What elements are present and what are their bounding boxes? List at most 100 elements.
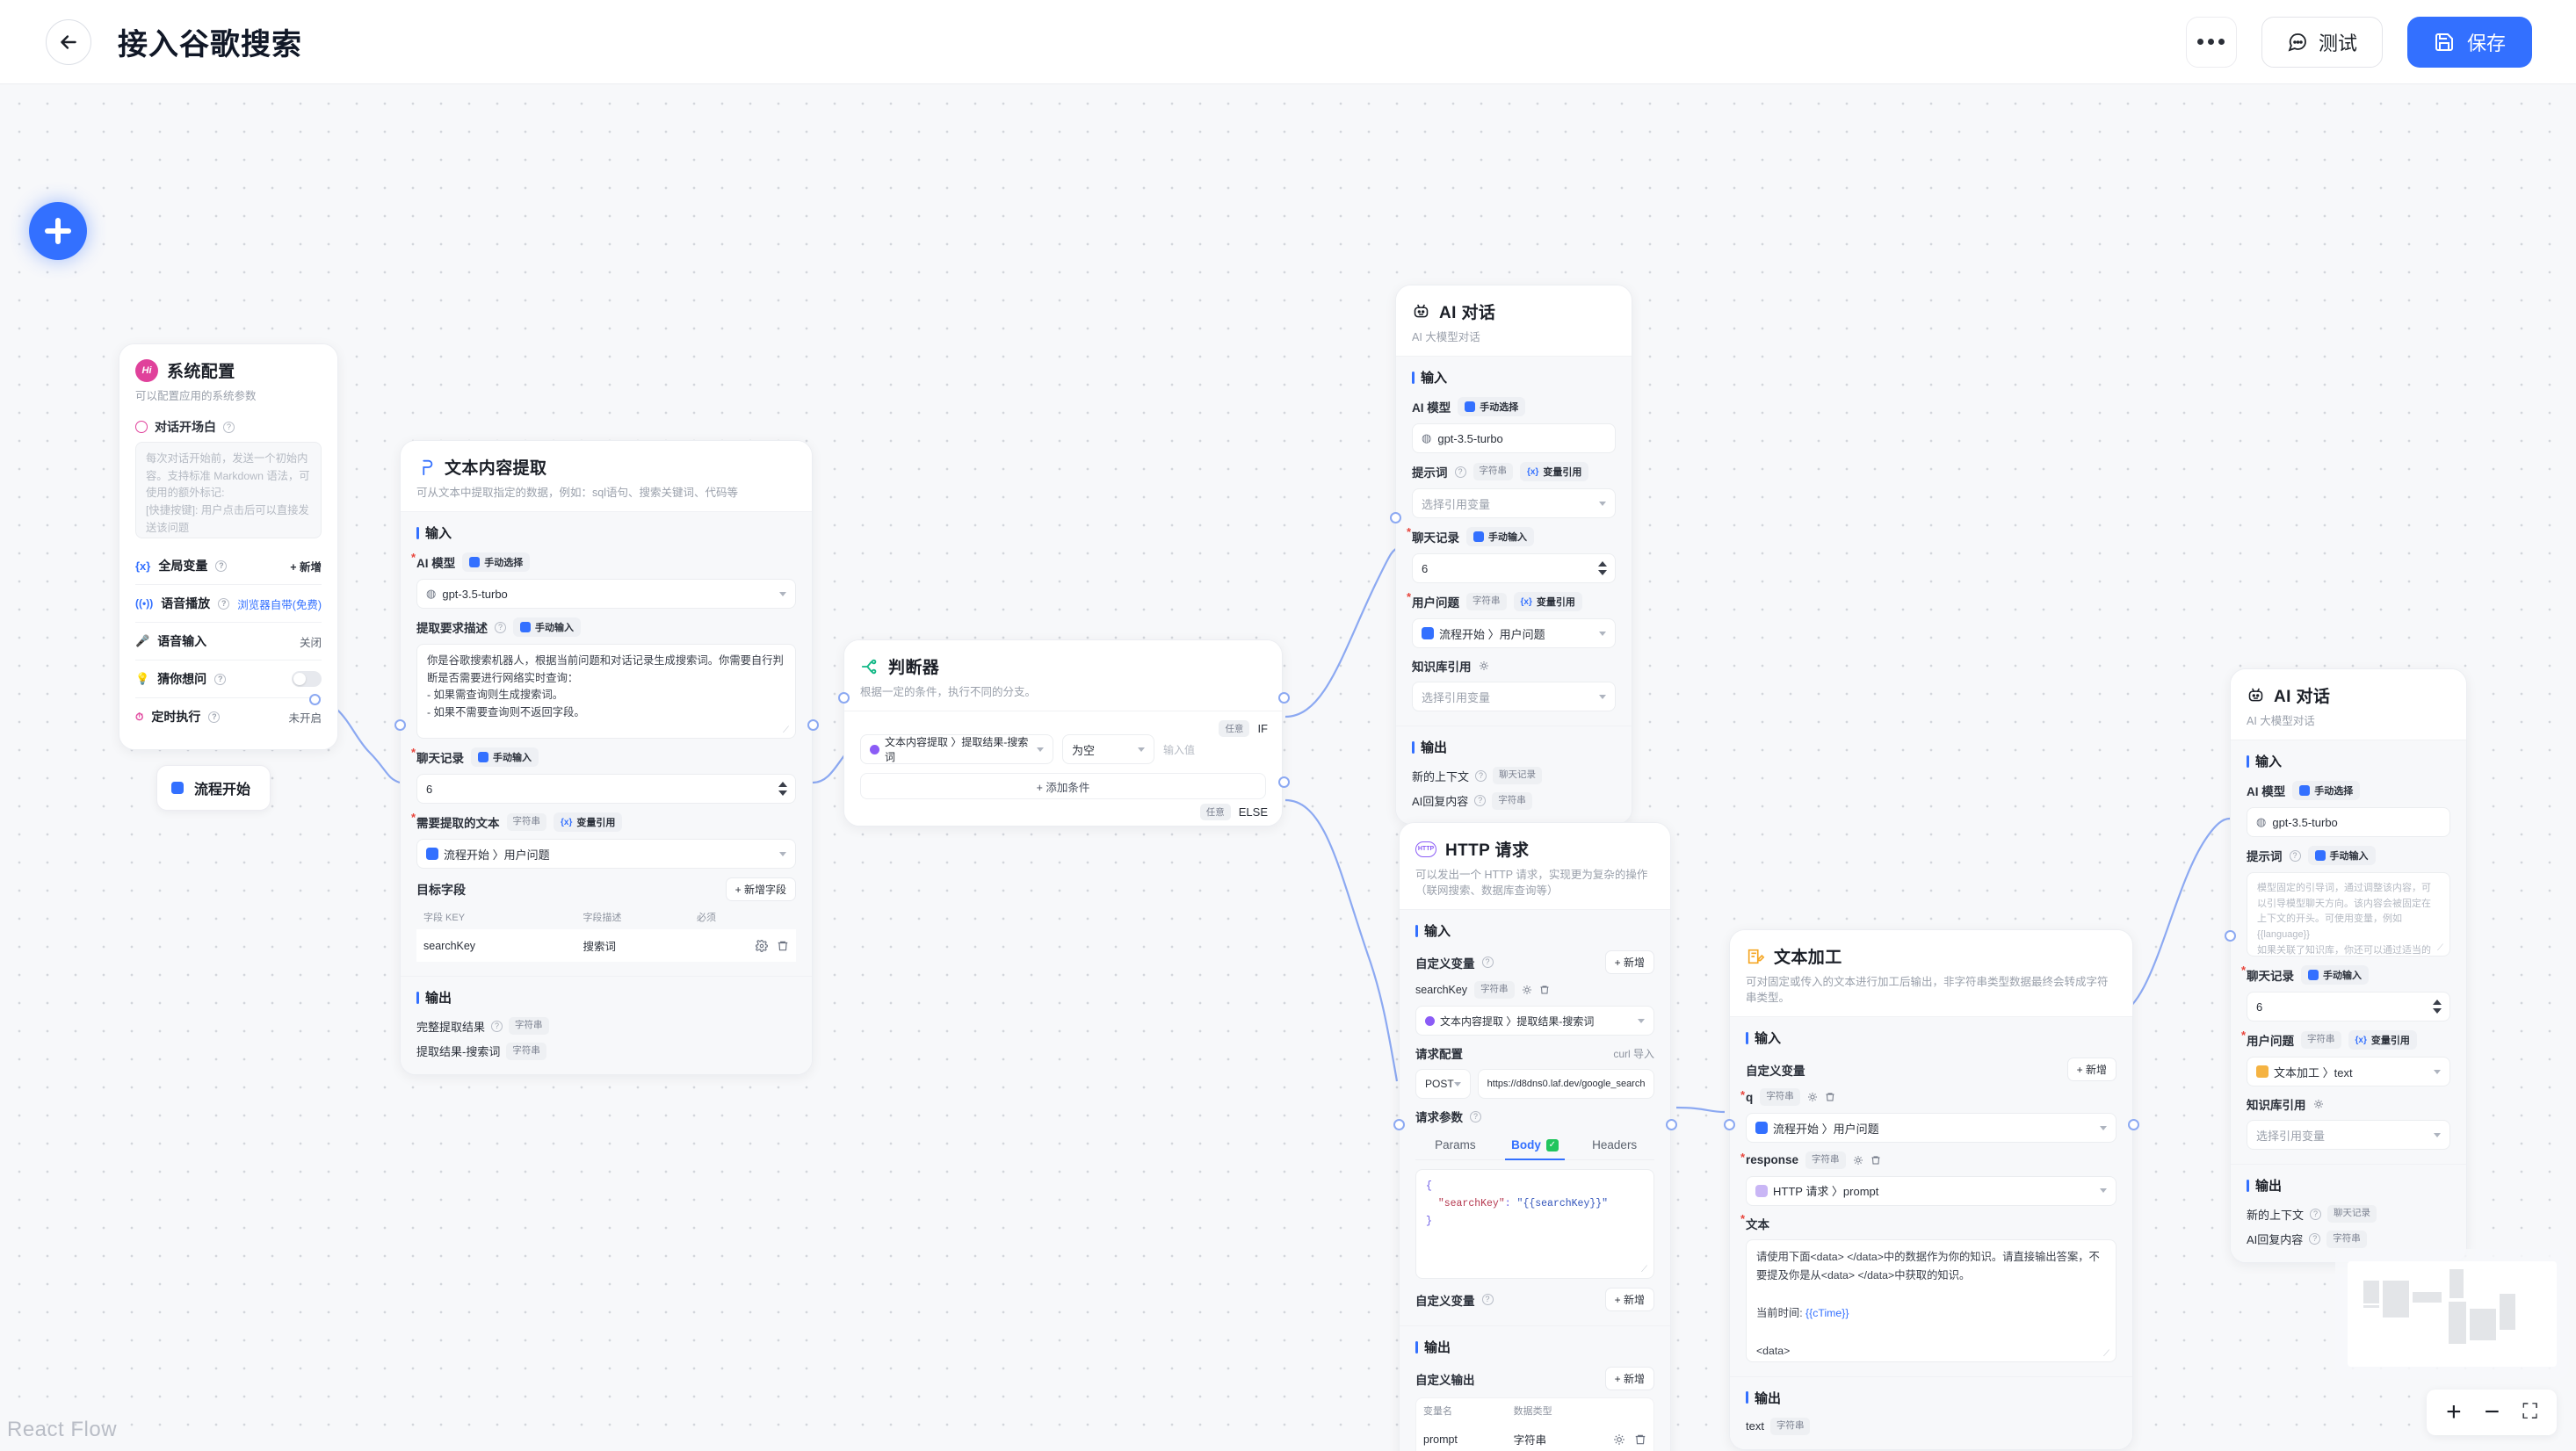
- resize-handle-icon[interactable]: ⟋: [1641, 1266, 1647, 1275]
- ai-model-select[interactable]: ◍ gpt-3.5-turbo: [2247, 807, 2450, 838]
- trash-icon[interactable]: [777, 940, 789, 952]
- handle-flow-start-out[interactable]: [309, 694, 321, 705]
- history-number-input[interactable]: 6: [1412, 553, 1616, 584]
- help-icon[interactable]: ?: [2309, 1233, 2321, 1245]
- manual-input-chip[interactable]: 手动输入: [1466, 527, 1534, 547]
- question-select[interactable]: 流程开始 〉用户问题: [1412, 618, 1616, 649]
- trash-icon[interactable]: [1825, 1092, 1835, 1102]
- condition-variable-select[interactable]: 文本内容提取 〉提取结果-搜索词: [860, 734, 1053, 765]
- source-select[interactable]: 流程开始 〉用户问题: [416, 839, 796, 870]
- help-icon[interactable]: ?: [1470, 1110, 1481, 1123]
- tab-body[interactable]: Body✓: [1495, 1132, 1575, 1160]
- node-condition[interactable]: 判断器 根据一定的条件，执行不同的分支。 任意 IF 文本内容提取 〉提取结果-…: [843, 639, 1283, 827]
- ai-model-select[interactable]: ◍ gpt-3.5-turbo: [1412, 423, 1616, 454]
- node-http-request[interactable]: HTTP HTTP 请求 可以发出一个 HTTP 请求，实现更为复杂的操作（联网…: [1399, 822, 1671, 1451]
- question-select[interactable]: 文本加工 〉text: [2247, 1057, 2450, 1087]
- node-ai-chat-top[interactable]: AI 对话 AI 大模型对话 输入 AI 模型 手动选择 ◍ gpt-3.5-t…: [1395, 285, 1632, 825]
- handle-http-in[interactable]: [1393, 1119, 1405, 1130]
- stepper-down-icon[interactable]: [778, 790, 787, 797]
- stepper-up-icon[interactable]: [1598, 561, 1607, 567]
- prompt-select[interactable]: 选择引用变量: [1412, 488, 1616, 519]
- node-text-extract[interactable]: 文本内容提取 可从文本中提取指定的数据，例如：sql语句、搜索关键词、代码等 输…: [400, 440, 813, 1075]
- flow-canvas[interactable]: Hi 系统配置 可以配置应用的系统参数 对话开场白 ? 每次对话开始前，发送一个…: [0, 84, 2576, 1451]
- help-icon[interactable]: ?: [215, 559, 228, 572]
- add-global-variable-link[interactable]: + 新增: [290, 560, 322, 574]
- manual-select-chip[interactable]: 手动选择: [1458, 397, 1526, 417]
- var-ref-chip[interactable]: {x}变量引用: [1513, 592, 1582, 612]
- stepper-up-icon[interactable]: [2433, 1000, 2442, 1006]
- add-variable-button[interactable]: + 新增: [1604, 1288, 1654, 1311]
- gear-icon[interactable]: [1807, 1092, 1818, 1102]
- zoom-out-button[interactable]: −: [2484, 1397, 2500, 1426]
- text-textarea[interactable]: 请使用下面<data> </data>中的数据作为你的知识。请直接输出答案，不要…: [1746, 1238, 2117, 1362]
- help-icon[interactable]: ?: [1474, 795, 1487, 807]
- help-icon[interactable]: ?: [214, 673, 227, 685]
- manual-input-chip[interactable]: 手动输入: [2301, 965, 2369, 985]
- config-row-global-variable[interactable]: {x} 全局变量 ? + 新增: [135, 547, 322, 584]
- http-url-input[interactable]: https://d8dns0.laf.dev/google_search: [1477, 1069, 1655, 1099]
- var-ref-chip[interactable]: {x}变量引用: [1520, 462, 1589, 482]
- node-flow-start[interactable]: 流程开始: [156, 765, 271, 811]
- node-ai-chat-right[interactable]: AI 对话 AI 大模型对话 输入 AI 模型 手动选择 ◍ gpt-3.5-t…: [2230, 668, 2467, 1263]
- opening-textarea[interactable]: 每次对话开始前，发送一个初始内容。支持标准 Markdown 语法，可使用的额外…: [135, 442, 322, 539]
- config-row-voice-input[interactable]: 🎤 语音输入 关闭: [135, 622, 322, 660]
- resize-handle-icon[interactable]: ⟋: [783, 726, 789, 736]
- handle-ai-chat-right-in[interactable]: [2225, 930, 2236, 942]
- prompt-textarea[interactable]: 你是谷歌搜索机器人，根据当前问题和对话记录生成搜索词。你需要自行判断是否需要进行…: [416, 644, 796, 740]
- help-icon[interactable]: ?: [2310, 1208, 2322, 1220]
- table-row[interactable]: searchKey 搜索词: [416, 929, 796, 963]
- curl-import-link[interactable]: curl 导入: [1613, 1047, 1654, 1060]
- stepper-down-icon[interactable]: [1598, 570, 1607, 576]
- handle-condition-if-out[interactable]: [1278, 692, 1290, 704]
- help-icon[interactable]: ?: [1475, 769, 1487, 782]
- var-value-select[interactable]: 文本内容提取 〉提取结果-搜索词: [1415, 1006, 1654, 1036]
- var-q-select[interactable]: 流程开始 〉用户问题: [1746, 1113, 2117, 1143]
- resize-handle-icon[interactable]: ⟋: [2103, 1348, 2109, 1359]
- number-steppers[interactable]: [2433, 1000, 2442, 1014]
- http-method-select[interactable]: POST: [1415, 1069, 1471, 1099]
- handle-ai-chat-top-in[interactable]: [1390, 512, 1401, 523]
- trash-icon[interactable]: [1870, 1155, 1881, 1166]
- help-icon[interactable]: ?: [495, 621, 506, 633]
- var-response-select[interactable]: HTTP 请求 〉prompt: [1746, 1175, 2117, 1206]
- config-row-voice-play[interactable]: ((•)) 语音播放 ? 浏览器自带(免费): [135, 584, 322, 622]
- handle-extract-out[interactable]: [807, 719, 819, 731]
- handle-http-out[interactable]: [1666, 1119, 1677, 1130]
- save-button[interactable]: 保存: [2406, 16, 2532, 68]
- stepper-down-icon[interactable]: [2433, 1008, 2442, 1014]
- body-editor[interactable]: { "searchKey": "{{searchKey}}" }⟋: [1415, 1169, 1654, 1279]
- resize-handle-icon[interactable]: ⟋: [2437, 943, 2443, 954]
- gear-icon[interactable]: [756, 939, 768, 952]
- history-number-input[interactable]: 6: [2247, 992, 2450, 1022]
- node-system-config[interactable]: Hi 系统配置 可以配置应用的系统参数 对话开场白 ? 每次对话开始前，发送一个…: [119, 343, 338, 751]
- back-button[interactable]: [46, 18, 91, 65]
- test-button[interactable]: 测试: [2261, 16, 2383, 68]
- add-variable-button[interactable]: + 新增: [1604, 950, 1654, 975]
- number-steppers[interactable]: [1598, 561, 1607, 576]
- manual-input-chip[interactable]: 手动输入: [513, 617, 581, 638]
- help-icon[interactable]: ?: [1481, 957, 1494, 969]
- handle-condition-else-out[interactable]: [1278, 776, 1290, 788]
- minimap[interactable]: [2348, 1261, 2557, 1367]
- var-ref-chip[interactable]: {x}变量引用: [554, 812, 623, 833]
- node-text-process[interactable]: 文本加工 可对固定或传入的文本进行加工后输出，非字符串类型数据最终会转成字符串类…: [1729, 929, 2133, 1450]
- config-row-scheduled[interactable]: ⏱ 定时执行 ? 未开启: [135, 697, 322, 735]
- prompt-textarea[interactable]: 模型固定的引导词，通过调整该内容，可以引导模型聊天方向。该内容会被固定在上下文的…: [2247, 872, 2450, 957]
- manual-input-chip[interactable]: 手动输入: [2307, 846, 2376, 866]
- help-icon[interactable]: ?: [218, 597, 230, 610]
- add-node-button[interactable]: [29, 202, 87, 260]
- help-icon[interactable]: ?: [1481, 1294, 1494, 1305]
- tab-headers[interactable]: Headers: [1592, 1138, 1638, 1151]
- manual-select-chip[interactable]: 手动选择: [2292, 781, 2361, 801]
- more-button[interactable]: [2185, 16, 2237, 68]
- manual-input-chip[interactable]: 手动输入: [471, 747, 539, 768]
- guess-question-toggle[interactable]: [292, 671, 322, 688]
- zoom-in-button[interactable]: +: [2446, 1397, 2462, 1426]
- gear-icon[interactable]: [1522, 985, 1532, 995]
- kb-select[interactable]: 选择引用变量: [1412, 682, 1616, 712]
- stepper-up-icon[interactable]: [778, 782, 787, 788]
- help-icon[interactable]: ?: [223, 421, 235, 433]
- var-ref-chip[interactable]: {x}变量引用: [2348, 1030, 2417, 1050]
- add-output-button[interactable]: + 新增: [1604, 1367, 1654, 1390]
- add-variable-button[interactable]: + 新增: [2066, 1058, 2117, 1082]
